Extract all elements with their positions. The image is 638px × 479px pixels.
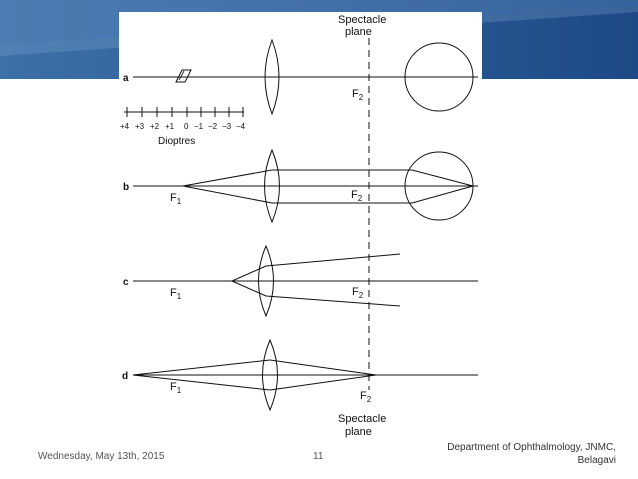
ray-c-upper bbox=[231, 265, 267, 282]
focal-label-a-f2: F2 bbox=[352, 88, 364, 102]
ray-b-lower bbox=[182, 185, 273, 204]
dioptre-scale-ticks bbox=[126, 107, 244, 117]
panel-label-d: d bbox=[122, 371, 128, 382]
svg-text:−1: −1 bbox=[194, 122, 204, 131]
figure-background bbox=[119, 12, 482, 444]
trial-lens-icon bbox=[175, 69, 192, 83]
lens-a bbox=[264, 38, 280, 116]
panel-label-a: a bbox=[123, 73, 129, 84]
svg-text:−3: −3 bbox=[222, 122, 232, 131]
svg-text:0: 0 bbox=[184, 122, 189, 131]
dioptre-scale-title: Dioptres bbox=[158, 136, 195, 147]
focal-label-b-f2: F2 bbox=[351, 189, 363, 203]
footer-department: Department of Ophthalmology, JNMC, Belag… bbox=[386, 441, 616, 467]
panel-label-c: c bbox=[123, 277, 129, 288]
lens-c bbox=[258, 244, 274, 318]
svg-text:+1: +1 bbox=[165, 122, 175, 131]
ray-d-lower bbox=[132, 374, 271, 391]
page-number: 11 bbox=[313, 451, 324, 462]
svg-text:+2: +2 bbox=[150, 122, 160, 131]
svg-text:+4: +4 bbox=[120, 122, 130, 131]
department-line-2: Belagavi bbox=[577, 455, 616, 466]
svg-text:−4: −4 bbox=[236, 122, 246, 131]
panel-label-b: b bbox=[123, 182, 129, 193]
focal-label-c-f2: F2 bbox=[352, 286, 364, 300]
dioptre-scale-labels: +4 +3 +2 +1 0 −1 −2 −3 −4 bbox=[120, 122, 246, 131]
spectacle-plane-label-bottom: Spectacle bbox=[338, 413, 386, 425]
focal-label-c-f1: F1 bbox=[170, 287, 182, 301]
focal-label-d-f2: F2 bbox=[360, 390, 372, 404]
focal-label-d-f1: F1 bbox=[170, 381, 182, 395]
focal-label-b-f1: F1 bbox=[170, 192, 182, 206]
spectacle-plane-label-bottom-2: plane bbox=[345, 426, 372, 438]
ray-b-upper bbox=[182, 169, 273, 187]
ray-d-upper bbox=[132, 359, 271, 376]
department-line-1: Department of Ophthalmology, JNMC, bbox=[447, 442, 616, 453]
footer-date: Wednesday, May 13th, 2015 bbox=[38, 451, 165, 462]
spectacle-plane-label-top: Spectacle bbox=[338, 14, 386, 26]
eye-a bbox=[404, 42, 474, 112]
ray-c-lower bbox=[231, 280, 267, 297]
spectacle-plane-label-top-2: plane bbox=[345, 26, 372, 38]
svg-text:−2: −2 bbox=[208, 122, 218, 131]
svg-text:+3: +3 bbox=[135, 122, 145, 131]
